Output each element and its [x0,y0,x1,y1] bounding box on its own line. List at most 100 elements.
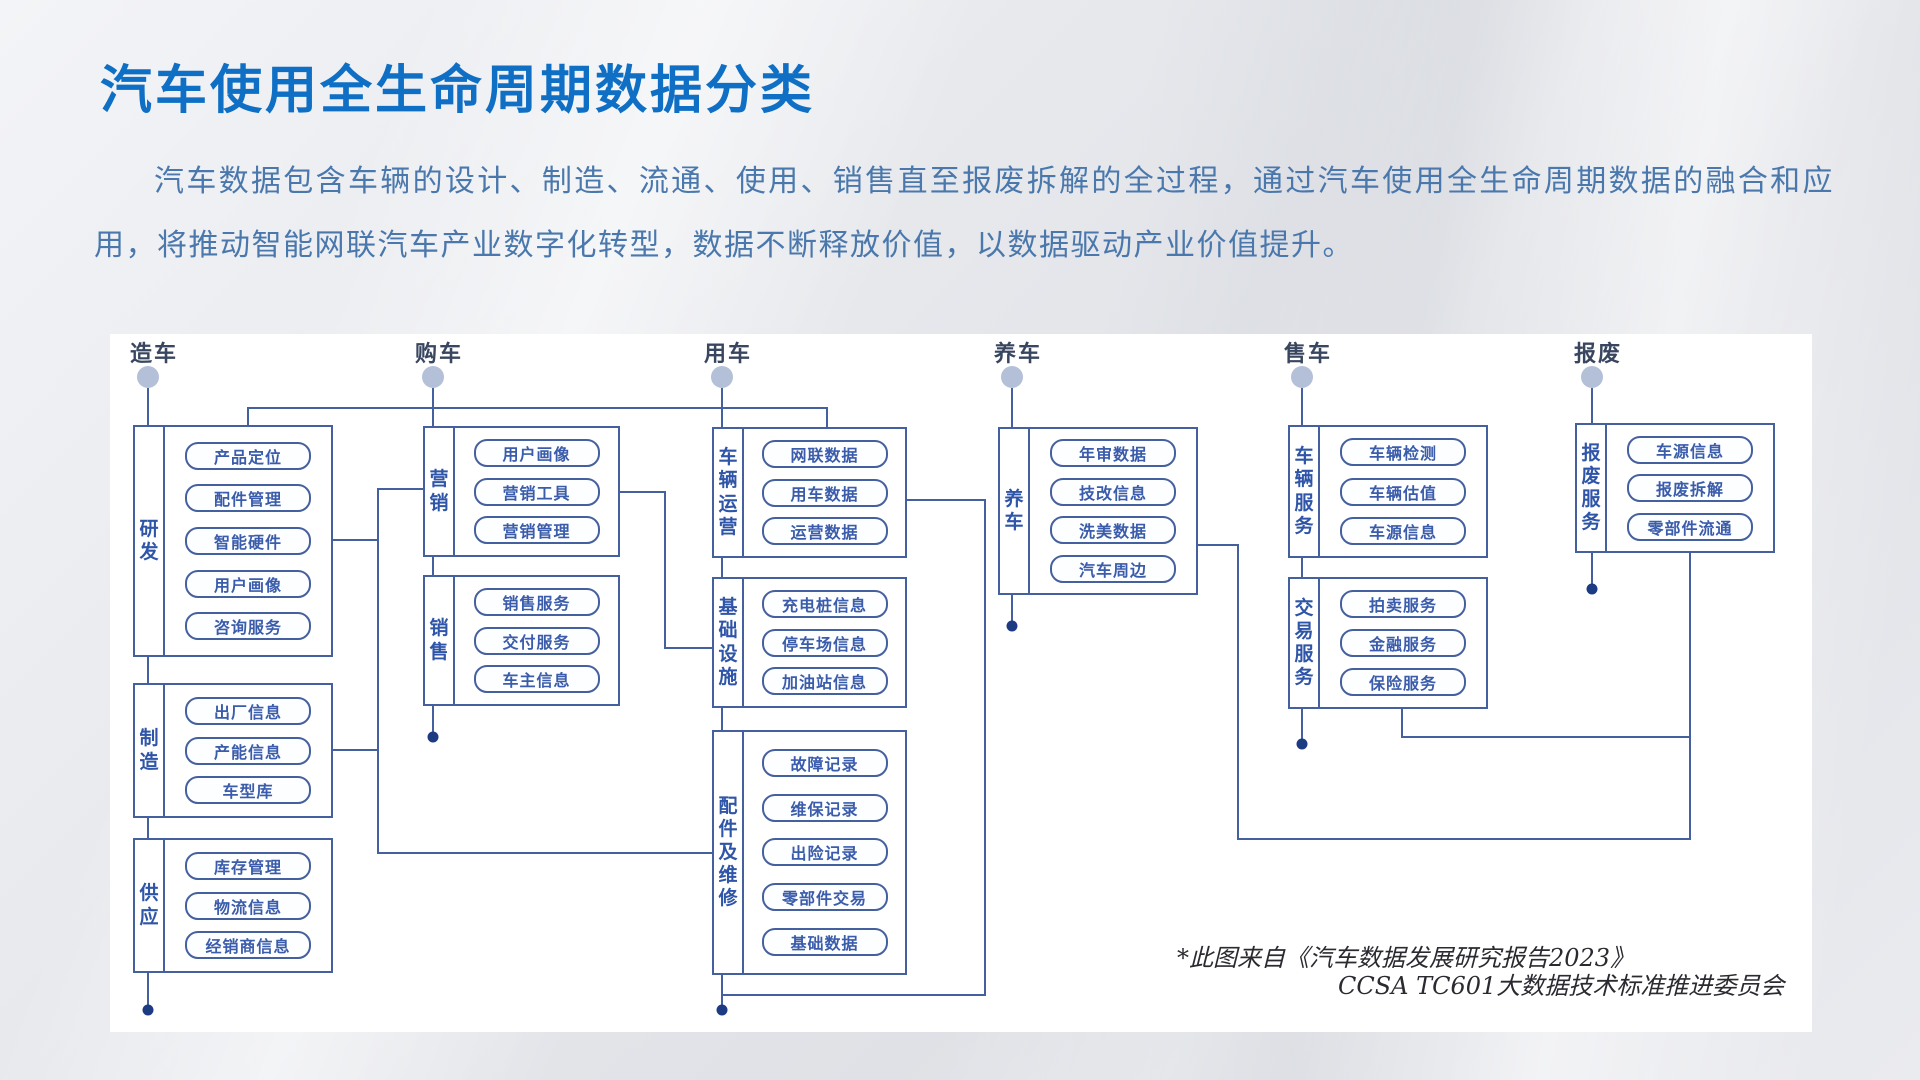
data-item: 充电桩信息 [761,589,888,618]
data-item: 汽车周边 [1050,554,1176,583]
data-item: 维保记录 [761,793,888,822]
group-spine: 基础设施 [714,579,744,706]
group-items: 用户画像营销工具营销管理 [455,428,618,555]
group-items: 车源信息报废拆解零部件流通 [1607,425,1773,551]
group-items: 产品定位配件管理智能硬件用户画像咨询服务 [165,427,331,655]
group-spine: 研发 [135,427,165,655]
group-label: 报废服务 [1581,442,1601,534]
group-items: 充电桩信息停车场信息加油站信息 [744,579,905,706]
stage-label: 购车 [415,341,464,366]
data-item: 咨询服务 [185,612,311,641]
data-item: 产品定位 [185,441,311,470]
stage-node-icon [1291,366,1313,388]
group-label: 销售 [429,618,449,663]
stage-label: 造车 [130,341,179,366]
data-item: 出险记录 [761,838,888,867]
data-item: 营销管理 [473,516,600,545]
data-item: 金融服务 [1340,629,1466,657]
group-box: 制造出厂信息产能信息车型库 [133,683,333,818]
data-item: 车源信息 [1627,435,1753,464]
group-spine: 制造 [135,685,165,816]
stage-node-icon [422,366,444,388]
stage-label: 报废 [1574,341,1623,366]
data-item: 车型库 [185,776,311,805]
data-item: 运营数据 [761,517,888,546]
data-item: 年审数据 [1050,439,1176,468]
group-label: 车辆服务 [1294,446,1314,537]
group-label: 基础设施 [718,597,738,688]
data-item: 用户画像 [473,438,600,467]
data-item: 洗美数据 [1050,516,1176,545]
group-label: 营销 [429,469,449,514]
group-items: 销售服务交付服务车主信息 [455,577,618,704]
group-label: 养车 [1004,488,1024,533]
data-item: 物流信息 [185,891,311,920]
data-item: 营销工具 [473,477,600,506]
data-item: 故障记录 [761,748,888,777]
stage-label: 养车 [994,341,1043,366]
group-label: 车辆运营 [718,447,738,538]
page-title: 汽车使用全生命周期数据分类 [100,62,816,120]
data-item: 加油站信息 [761,667,888,696]
group-items: 库存管理物流信息经销商信息 [165,840,331,971]
data-item: 智能硬件 [185,526,311,555]
data-item: 拍卖服务 [1340,590,1466,618]
group-items: 故障记录维保记录出险记录零部件交易基础数据 [744,732,905,973]
data-item: 交付服务 [473,626,600,655]
group-items: 车辆检测车辆估值车源信息 [1320,427,1486,556]
group-label: 研发 [139,518,159,563]
group-box: 养车年审数据技改信息洗美数据汽车周边 [998,427,1198,595]
group-spine: 车辆运营 [714,429,744,556]
data-item: 基础数据 [761,928,888,957]
group-spine: 养车 [1000,429,1030,593]
group-items: 年审数据技改信息洗美数据汽车周边 [1030,429,1196,593]
group-spine: 交易服务 [1290,579,1320,707]
group-box: 销售销售服务交付服务车主信息 [423,575,620,706]
group-spine: 营销 [425,428,455,555]
data-item: 用车数据 [761,478,888,507]
diagram-panel [110,334,1812,1032]
data-item: 经销商信息 [185,931,311,960]
data-item: 技改信息 [1050,477,1176,506]
data-item: 停车场信息 [761,628,888,657]
stage-label: 售车 [1284,341,1333,366]
stage-node-icon [1581,366,1603,388]
group-spine: 报废服务 [1577,425,1607,551]
data-item: 库存管理 [185,851,311,880]
group-box: 交易服务拍卖服务金融服务保险服务 [1288,577,1488,709]
group-items: 网联数据用车数据运营数据 [744,429,905,556]
data-item: 零部件交易 [761,883,888,912]
group-label: 制造 [139,728,159,773]
group-label: 配件及维修 [718,795,738,910]
group-label: 交易服务 [1294,597,1314,689]
data-item: 零部件流通 [1627,512,1753,541]
data-item: 出厂信息 [185,696,311,725]
data-item: 产能信息 [185,736,311,765]
group-box: 配件及维修故障记录维保记录出险记录零部件交易基础数据 [712,730,907,975]
group-box: 报废服务车源信息报废拆解零部件流通 [1575,423,1775,553]
group-box: 研发产品定位配件管理智能硬件用户画像咨询服务 [133,425,333,657]
data-item: 车源信息 [1340,516,1466,545]
data-item: 用户画像 [185,569,311,598]
group-items: 出厂信息产能信息车型库 [165,685,331,816]
group-box: 供应库存管理物流信息经销商信息 [133,838,333,973]
group-box: 车辆运营网联数据用车数据运营数据 [712,427,907,558]
group-spine: 配件及维修 [714,732,744,973]
data-item: 销售服务 [473,587,600,616]
group-box: 营销用户画像营销工具营销管理 [423,426,620,557]
data-item: 车主信息 [473,665,600,694]
data-item: 配件管理 [185,484,311,513]
stage-node-icon [711,366,733,388]
stage-node-icon [137,366,159,388]
data-item: 车辆估值 [1340,477,1466,506]
group-items: 拍卖服务金融服务保险服务 [1320,579,1486,707]
stage-node-icon [1001,366,1023,388]
intro-paragraph: 汽车数据包含车辆的设计、制造、流通、使用、销售直至报废拆解的全过程，通过汽车使用… [94,164,1834,263]
group-box: 基础设施充电桩信息停车场信息加油站信息 [712,577,907,708]
data-item: 保险服务 [1340,668,1466,696]
group-spine: 销售 [425,577,455,704]
data-item: 网联数据 [761,439,888,468]
group-spine: 车辆服务 [1290,427,1320,556]
data-item: 车辆检测 [1340,438,1466,467]
